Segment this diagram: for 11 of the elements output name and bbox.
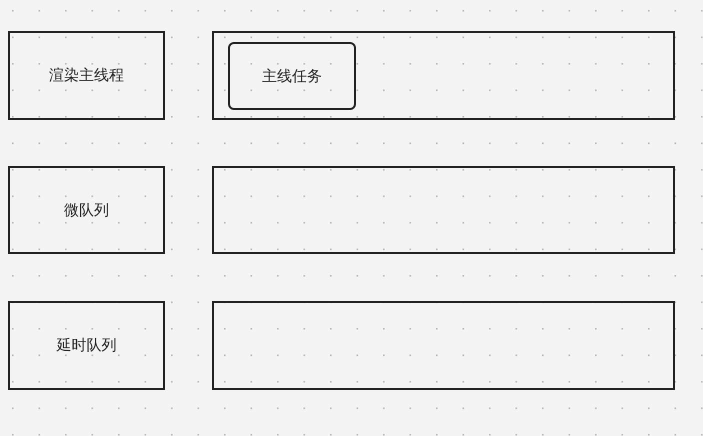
box-label: 渲染主线程: [49, 66, 124, 85]
empty-box: [212, 31, 675, 120]
label-box: [8, 31, 165, 120]
label-box: [8, 301, 165, 390]
box-label: 微队列: [64, 200, 109, 220]
box-label: 主线任务: [262, 66, 322, 86]
empty-box: [212, 301, 675, 390]
task-box: [228, 42, 356, 110]
empty-box: [212, 166, 675, 254]
box-label: 延时队列: [56, 336, 116, 355]
label-box: [8, 166, 165, 254]
